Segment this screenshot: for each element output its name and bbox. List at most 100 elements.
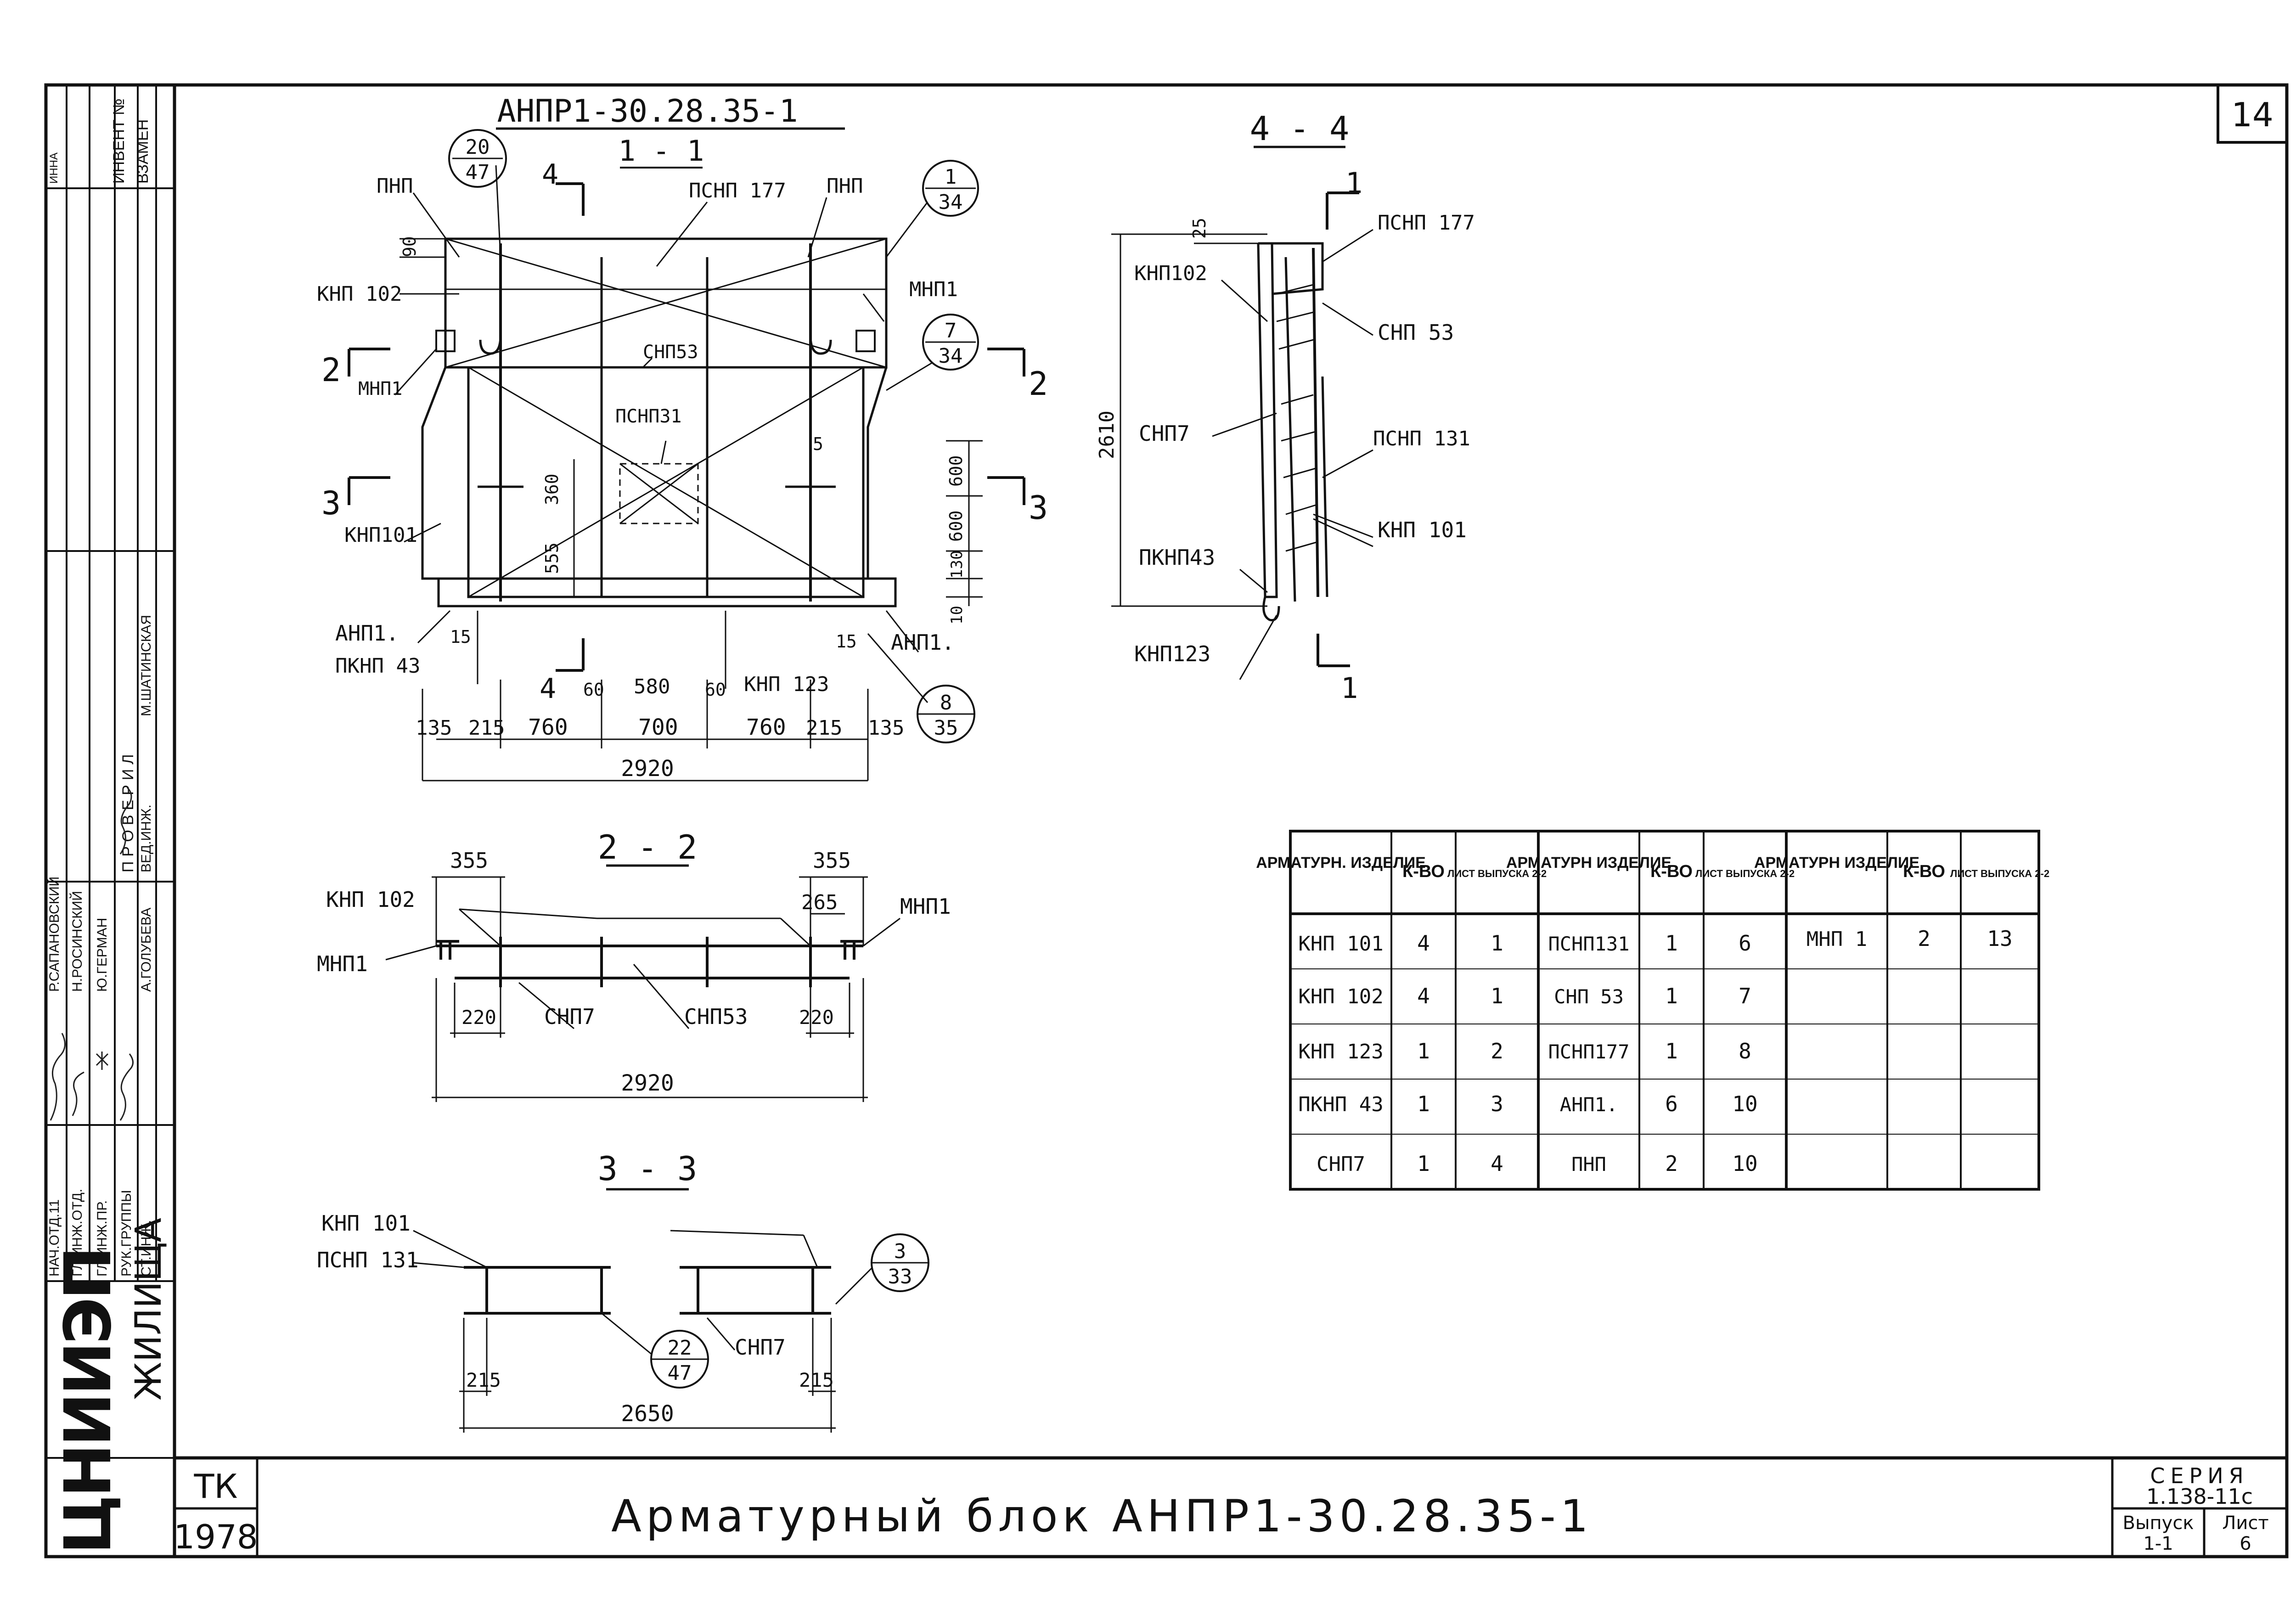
ref-8-35-bottom: 35 <box>934 716 958 740</box>
label-anp1-right: АНП1. <box>891 630 954 655</box>
check-name: М.ШАТИНСКАЯ <box>139 615 154 716</box>
dim-600b: 600 <box>946 510 966 542</box>
dim-700: 700 <box>638 714 678 740</box>
cell-r4-c4: АНП1. <box>1560 1093 1618 1116</box>
name-5: А.ГОЛУБЕВА <box>139 908 154 992</box>
label-psnp177: ПСНП 177 <box>689 179 786 202</box>
ref-circle-3-33: 3 33 <box>871 1233 929 1292</box>
view-4-4: 4 - 4 <box>1095 109 1475 705</box>
year-label: 1978 <box>174 1518 258 1556</box>
cell-r3-c5: 1 <box>1665 1039 1678 1063</box>
th-sheet-2: ЛИСТ ВЫПУСКА 2-2 <box>1695 868 1795 879</box>
label-mnp1-right: МНП1 <box>909 278 958 301</box>
issue-label: Выпуск <box>2123 1513 2194 1534</box>
label-22-snp53: СНП53 <box>684 1004 748 1029</box>
issue-value: 1-1 <box>2143 1533 2173 1554</box>
cell-r5-c2: 1 <box>1417 1151 1430 1176</box>
ref-circle-7-34: 7 34 <box>922 314 979 371</box>
cell-r4-c3: 3 <box>1491 1091 1503 1116</box>
ref-20-47-bottom: 47 <box>466 161 490 184</box>
name-3: Ю.ГЕРМАН <box>95 918 110 992</box>
check-label: ПРОВЕРИЛ <box>119 749 137 872</box>
label-22-mnp1-left: МНП1 <box>317 951 368 976</box>
cell-r2-c5: 1 <box>1665 984 1678 1008</box>
cell-r4-c5: 6 <box>1665 1091 1678 1116</box>
cut-2-right: 2 <box>1029 365 1048 403</box>
ref-20-47-top: 20 <box>466 135 490 159</box>
ref-1-34-bottom: 34 <box>939 191 963 214</box>
series-label: СЕРИЯ <box>2150 1463 2249 1488</box>
section-4-4-title: 4 - 4 <box>1250 109 1350 148</box>
dim-33-2650: 2650 <box>621 1401 674 1427</box>
label-mnp1-left: МНП1 <box>358 378 402 399</box>
cell-r3-c6: 8 <box>1739 1039 1751 1063</box>
side-stamp-texts: ИНВЕНТ № ВЗАМЕН ИННА НАЧ.ОТД.11 ГЛ.ИНЖ.О… <box>46 98 154 1277</box>
dim-22-2920: 2920 <box>621 1070 674 1096</box>
th-qty-1: К-ВО <box>1402 862 1445 881</box>
series-value: 1.138-11с <box>2146 1484 2253 1509</box>
th-sheet-3: ЛИСТ ВЫПУСКА 2-2 <box>1950 868 2049 879</box>
th-item-2: АРМАТУРН ИЗДЕЛИЕ <box>1506 854 1671 872</box>
dim-33-215-right: 215 <box>799 1369 834 1391</box>
dim-60a: 60 <box>583 680 604 700</box>
cell-r2-c1: КНП 102 <box>1298 985 1383 1008</box>
th-qty-3: К-ВО <box>1903 862 1945 881</box>
table-headers: АРМАТУРН. ИЗДЕЛИЕ К-ВО ЛИСТ ВЫПУСКА 2-2 … <box>1256 854 2049 881</box>
label-44-psnp177: ПСНП 177 <box>1378 211 1475 235</box>
ref-circle-1-34: 1 34 <box>922 160 979 217</box>
cell-r5-c4: ПНП <box>1571 1153 1606 1176</box>
cell-r1-c2: 4 <box>1417 931 1430 956</box>
label-22-knp102: КНП 102 <box>326 887 415 912</box>
label-44-psnp131: ПСНП 131 <box>1373 427 1470 450</box>
org-sub: ЖИЛИЩА <box>128 1218 169 1401</box>
dim-215-right: 215 <box>806 716 842 740</box>
cut-2-left: 2 <box>321 351 341 389</box>
label-44-snp7: СНП7 <box>1139 421 1190 446</box>
th-sheet-1: ЛИСТ ВЫПУСКА 2-2 <box>1447 868 1547 879</box>
dim-15-left: 15 <box>450 627 471 647</box>
cut-1-top: 1 <box>1345 166 1362 200</box>
label-anp1-left: АНП1. <box>335 621 399 646</box>
cell-r5-c1: СНП7 <box>1317 1153 1365 1176</box>
label-snp53: СНП53 <box>643 342 698 363</box>
cell-r1-c4: ПСНП131 <box>1548 933 1629 955</box>
role-2: ГЛ.ИНЖ.ОТД. <box>70 1189 85 1277</box>
title-block <box>174 1458 2287 1557</box>
dim-22-220-left: 220 <box>461 1006 496 1029</box>
table-rows: КНП 101 4 1 ПСНП131 1 6 МНП 1 2 13 КНП 1… <box>1298 926 2012 1176</box>
label-22-snp7: СНП7 <box>544 1004 595 1029</box>
role-3: ГЛ.ИНЖ.ПР. <box>95 1200 110 1277</box>
dim-33-215-left: 215 <box>466 1369 501 1391</box>
cell-r1-c9: 13 <box>1987 926 2012 951</box>
label-knp123: КНП 123 <box>744 673 829 696</box>
side-stamp <box>46 85 174 1459</box>
sheet-frame <box>44 83 2289 1558</box>
section-3-3-title: 3 - 3 <box>598 1149 698 1188</box>
sheet-label-box: Лист <box>2222 1513 2268 1534</box>
cell-r5-c3: 4 <box>1491 1151 1503 1176</box>
cell-r5-c6: 10 <box>1732 1151 1757 1176</box>
cut-3-left: 3 <box>321 484 341 522</box>
org-name: ЦНИИЭП <box>51 1249 126 1554</box>
ref-22-47-bottom: 47 <box>668 1361 692 1385</box>
label-33-snp7: СНП7 <box>735 1335 786 1360</box>
cell-r3-c4: ПСНП177 <box>1548 1041 1629 1063</box>
cell-r2-c3: 1 <box>1491 984 1503 1008</box>
dim-760-right: 760 <box>746 714 786 740</box>
label-psnp31: ПСНП31 <box>615 406 682 427</box>
cell-r4-c2: 1 <box>1417 1091 1430 1116</box>
cell-r4-c1: ПКНП 43 <box>1298 1093 1383 1116</box>
org-logo: ЦНИИЭП ЖИЛИЩА <box>51 1218 169 1554</box>
ref-8-35-top: 8 <box>940 691 952 714</box>
dim-760-left: 760 <box>528 714 568 740</box>
check-role: ВЕД.ИНЖ. <box>139 804 154 872</box>
dim-44-2610: 2610 <box>1095 411 1119 459</box>
sheet-number: 14 <box>2231 96 2273 134</box>
cell-r5-c5: 2 <box>1665 1151 1678 1176</box>
tk-label: ТК <box>193 1467 237 1506</box>
dim-10: 10 <box>948 606 966 624</box>
dim-22-355-left: 355 <box>450 848 488 873</box>
cell-r2-c6: 7 <box>1739 984 1751 1008</box>
dim-360: 360 <box>542 473 562 505</box>
